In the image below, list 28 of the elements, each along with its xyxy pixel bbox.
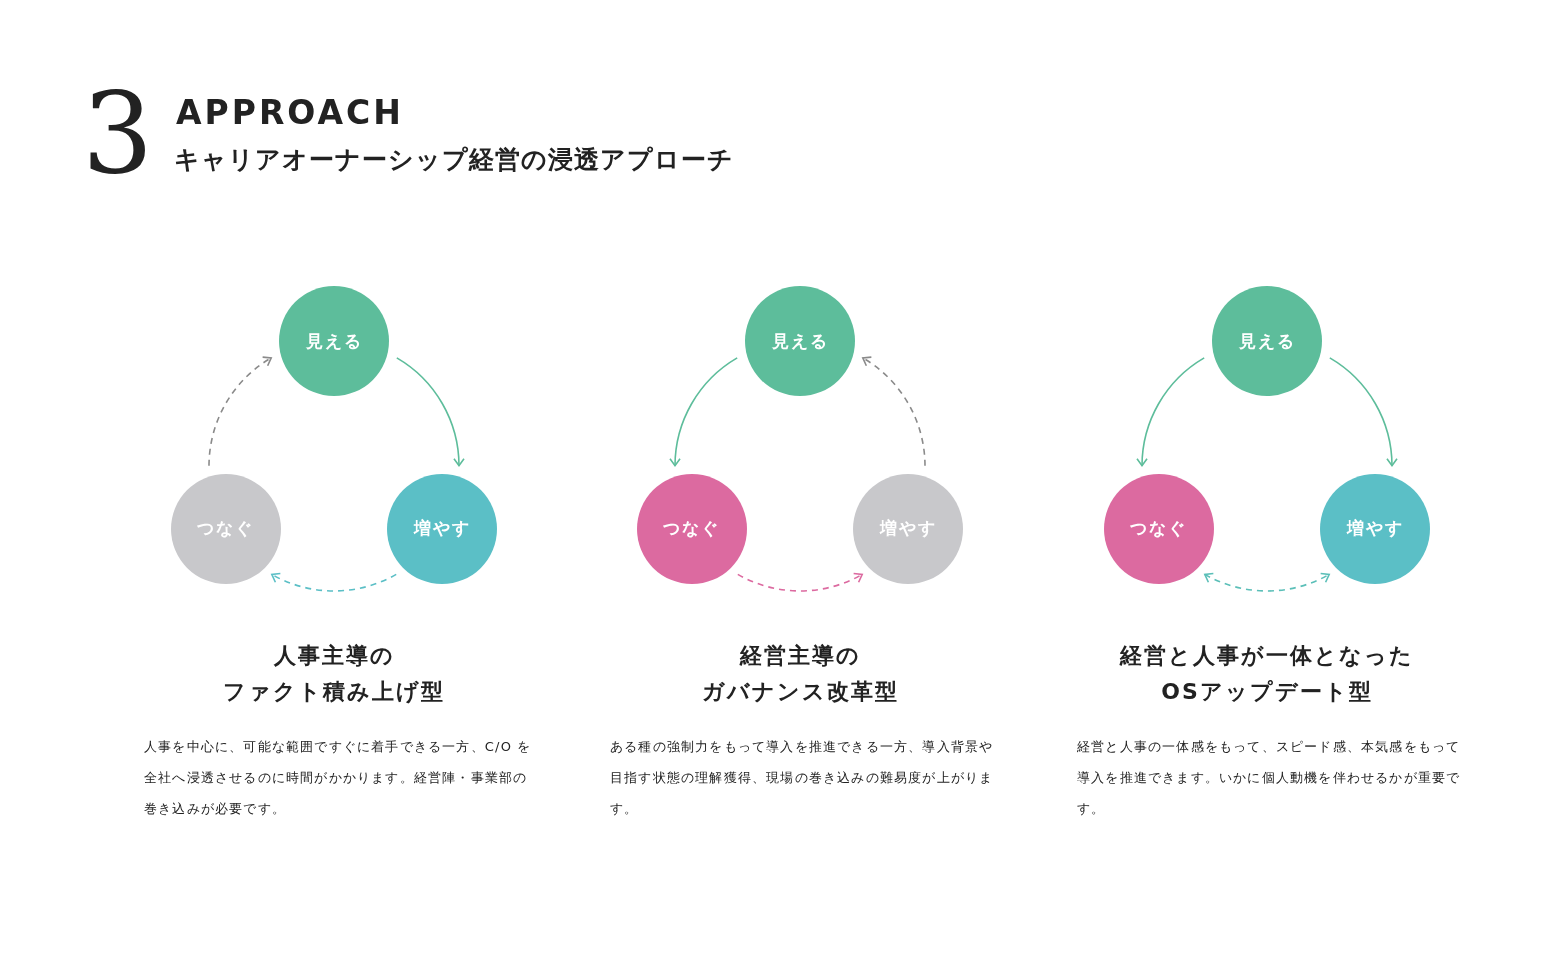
cycle-circle: 増やす: [1320, 473, 1431, 584]
cycle-circle: 見える: [279, 286, 389, 396]
section-title: APPROACH: [176, 93, 404, 132]
description: 経営と人事の一体感をもって、スピード感、本気感をもって導入を推進できます。いかに個人動機を伴わせるかが重要です。: [1077, 738, 1462, 818]
cycle-circle: 見える: [745, 286, 855, 396]
description: ある種の強制力をもって導入を推進できる一方、導入背景や目指す状態の理解獲得、現場の巻き込みの難易度が上がります。: [610, 738, 995, 818]
cycle-circle: 見える: [1212, 286, 1322, 396]
description: 人事を中心に、可能な範囲ですぐに着手できる一方、C/O を全社へ浸透させるのに時間がかかります。経営陣・事業部の巻き込みが必要です。: [144, 738, 533, 818]
type-heading: ファクト積み上げ型: [222, 678, 446, 706]
subtitle: キャリアオーナーシップ経営の浸透アプローチ: [174, 144, 734, 176]
arrow: [669, 357, 738, 467]
type-heading: ガバナンス改革型: [700, 678, 900, 706]
arrow: [1329, 357, 1398, 467]
arrow: [1136, 357, 1205, 467]
cycle-circle: つなぐ: [636, 473, 747, 584]
cycle-circle: つなぐ: [1103, 473, 1214, 584]
type-heading: OSアップデート型: [1160, 678, 1374, 706]
type-heading: 人事主導の: [272, 642, 396, 670]
type-heading: 経営主導の: [738, 642, 862, 670]
arrow: [862, 356, 926, 467]
arrow: [737, 572, 863, 592]
arrow: [208, 356, 272, 467]
arrow: [271, 572, 397, 592]
section-number: 3: [82, 72, 154, 196]
arrow: [396, 357, 465, 467]
arrow: [1204, 572, 1330, 592]
type-heading: 経営と人事が一体となった: [1118, 642, 1415, 670]
cycle-circle: 増やす: [387, 473, 498, 584]
